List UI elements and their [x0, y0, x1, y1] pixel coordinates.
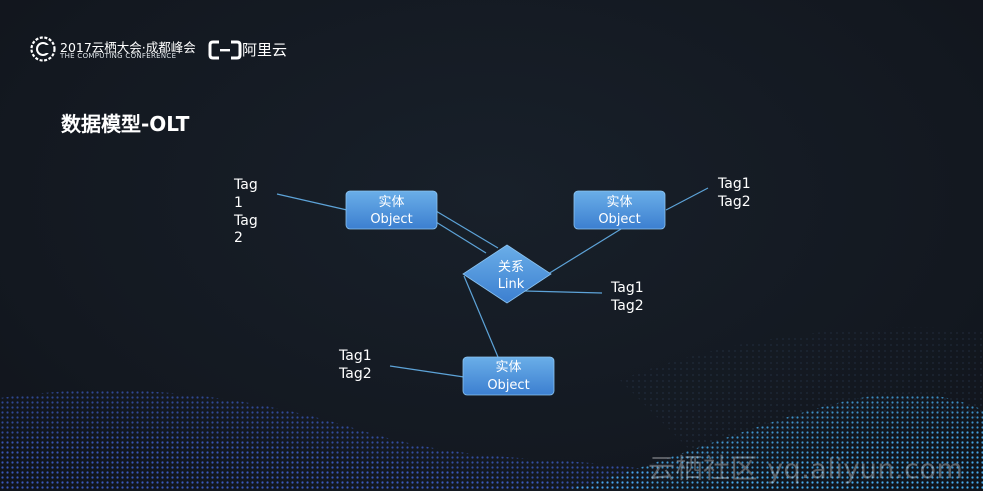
- tag-line: Tag1: [717, 176, 751, 192]
- aliyun-brand-name: 阿里云: [242, 41, 288, 59]
- conference-subtitle: THE COMPUTING CONFERENCE: [60, 52, 177, 60]
- tag-line: Tag1: [610, 280, 644, 296]
- connector-object1-link-a: [435, 210, 499, 249]
- watermark: 云栖社区 yq.aliyun.com: [648, 454, 964, 485]
- entity-object-3-label-cn: 实体: [495, 360, 521, 375]
- connector-tag-bottom-left: [389, 365, 465, 378]
- entity-object-1-label-cn: 实体: [378, 195, 404, 210]
- connector-tag-left-top: [276, 193, 348, 211]
- connector-object2-link: [547, 228, 622, 275]
- relation-link-diamond: 关系 Link: [462, 244, 552, 304]
- tag-line: Tag: [233, 177, 258, 193]
- tag-line: Tag2: [610, 298, 644, 314]
- tag-line: Tag2: [717, 194, 751, 210]
- relation-link-label-en: Link: [498, 277, 525, 292]
- tag-line: Tag2: [338, 366, 372, 382]
- relation-link-label-cn: 关系: [498, 260, 524, 275]
- tags-bottom-left: Tag1 Tag2: [338, 348, 372, 382]
- connector-tag-right-top: [665, 187, 709, 211]
- aliyun-logo-icon: [208, 40, 242, 60]
- entity-object-1: 实体 Object: [345, 190, 438, 230]
- tags-right-top: Tag1 Tag2: [717, 176, 751, 210]
- entity-object-2-label-cn: 实体: [606, 195, 632, 210]
- entity-object-3: 实体 Object: [462, 356, 555, 396]
- page-title: 数据模型-OLT: [61, 112, 190, 136]
- tag-line: 1: [234, 195, 243, 211]
- entity-object-1-label-en: Object: [370, 212, 412, 227]
- tag-line: Tag: [233, 213, 258, 229]
- conference-logo-icon: [30, 36, 56, 62]
- connector-link-object3: [463, 275, 499, 358]
- entity-object-2: 实体 Object: [573, 190, 666, 230]
- tag-line: 2: [234, 230, 243, 246]
- tags-link-right: Tag1 Tag2: [610, 280, 644, 314]
- entity-object-2-label-en: Object: [598, 212, 640, 227]
- entity-object-3-label-en: Object: [487, 378, 529, 393]
- tags-left-top: Tag 1 Tag 2: [233, 177, 258, 246]
- connector-object1-link-b: [435, 221, 487, 254]
- connector-link-tag-right: [524, 290, 603, 294]
- conference-title: 2017云栖大会·成都峰会: [60, 40, 196, 55]
- tag-line: Tag1: [338, 348, 372, 364]
- connectors: [276, 187, 709, 378]
